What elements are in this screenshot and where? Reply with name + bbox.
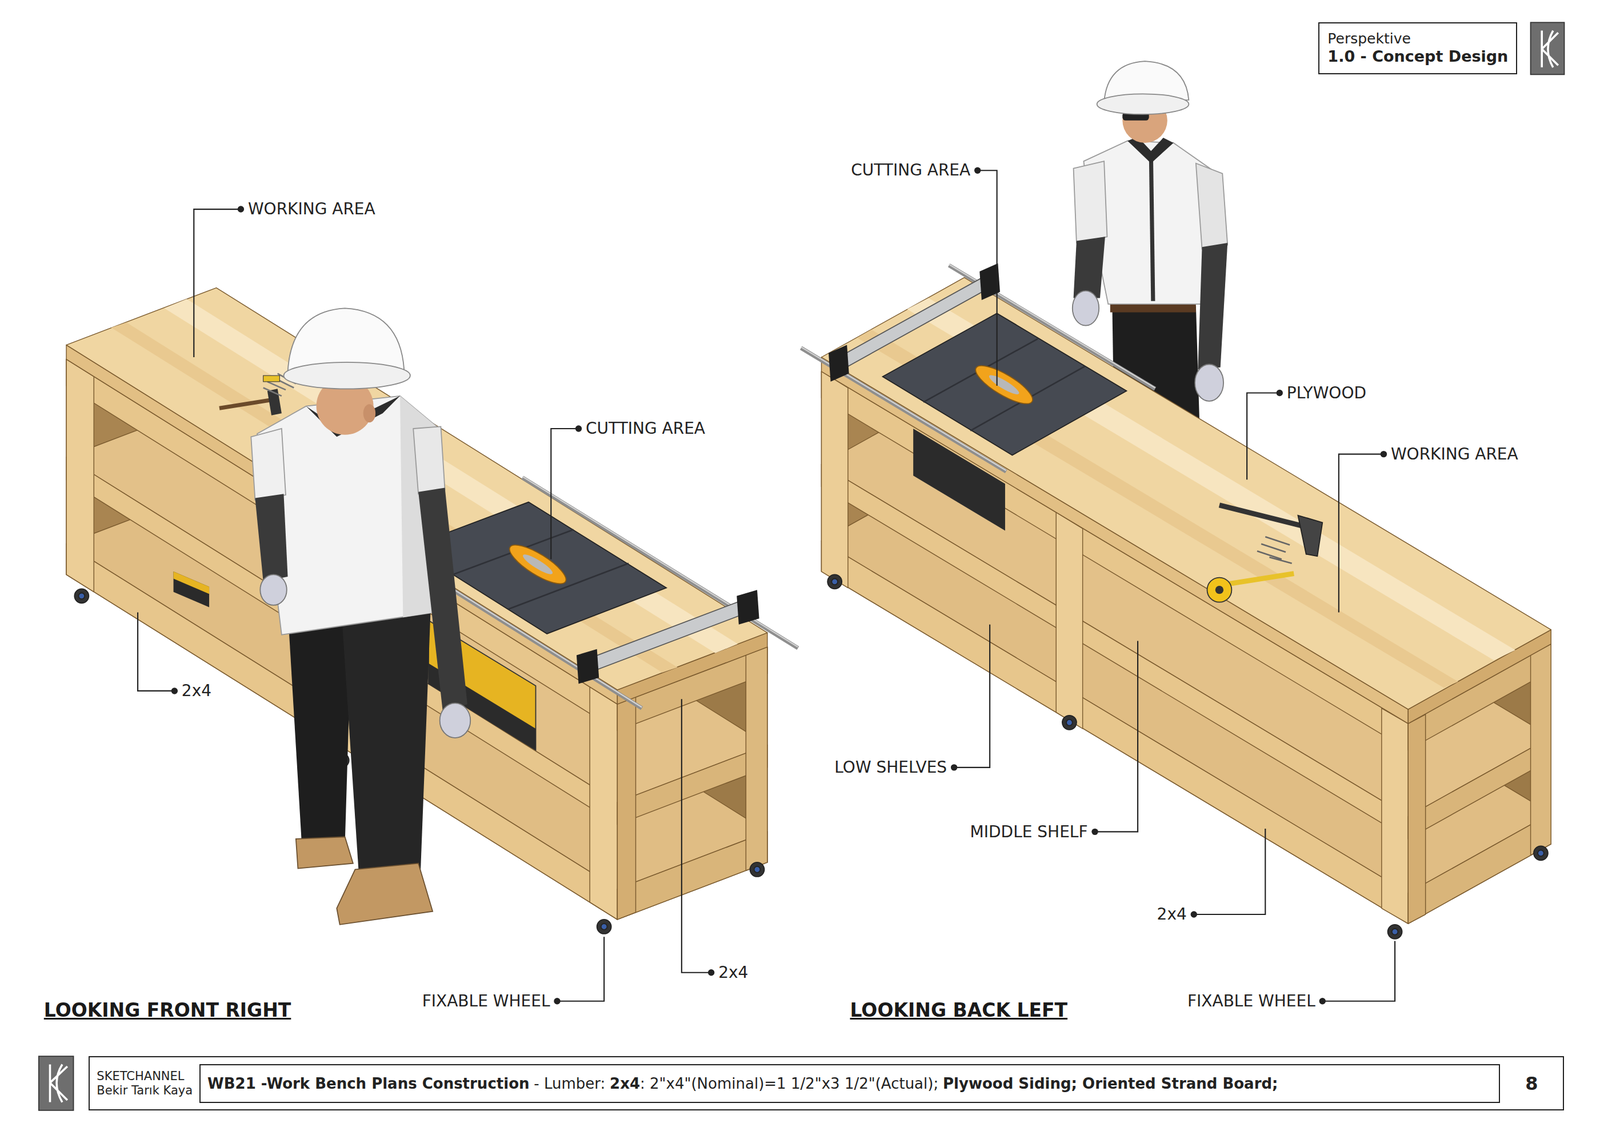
author-cell: SKETCHANNELBekir Tarık Kaya	[89, 1069, 200, 1097]
leader-dots	[171, 167, 1388, 1005]
view-type: Perspektive	[1327, 30, 1508, 48]
callout-label: 2x4	[718, 962, 748, 983]
wheels-right	[827, 574, 1548, 939]
callout-label: FIXABLE WHEEL	[422, 991, 551, 1011]
wheels-left	[74, 588, 764, 934]
callout-label: WORKING AREA	[1390, 444, 1519, 464]
callout-label: 2x4	[1157, 904, 1187, 924]
tools-left	[173, 373, 296, 608]
workbench-left	[66, 288, 768, 920]
callout-label: LOW SHELVES	[834, 757, 947, 778]
lumber-dimensions: : 2"x4"(Nominal)=1 1/2"x3 1/2"(Actual);	[640, 1074, 939, 1092]
title-block: 8SKETCHANNELBekir Tarık KayaWB21 -Work B…	[88, 1056, 1564, 1111]
author-name: Bekir Tarık Kaya	[96, 1083, 193, 1098]
callout-label: 2x4	[181, 681, 212, 701]
plan-description-box: WB21 -Work Bench Plans Construction- Lum…	[199, 1064, 1500, 1103]
materials-note: Plywood Siding; Oriented Strand Board;	[942, 1074, 1279, 1092]
callout-label: PLYWOOD	[1286, 383, 1367, 403]
callout-label: MIDDLE SHELF	[970, 822, 1088, 842]
logo	[38, 22, 1565, 1111]
view-title: LOOKING FRONT RIGHT	[44, 998, 292, 1022]
callout-label: CUTTING AREA	[585, 418, 706, 439]
workbench-right	[821, 277, 1552, 924]
callout-label: CUTTING AREA	[850, 160, 971, 180]
page-number: 8	[1500, 1072, 1563, 1095]
leader-lines	[137, 170, 1395, 1002]
plan-title: WB21 -Work Bench Plans Construction	[207, 1074, 530, 1092]
channel-name: SKETCHANNEL	[96, 1069, 193, 1083]
tools-right	[1207, 505, 1323, 603]
callout-label: FIXABLE WHEEL	[1187, 991, 1316, 1011]
table-saw-right	[801, 263, 1156, 531]
lumber-size: 2x4	[609, 1074, 640, 1092]
sheet-title: 1.0 - Concept Design	[1327, 47, 1508, 66]
callout-label: WORKING AREA	[248, 199, 376, 219]
worker-left	[250, 308, 471, 925]
lumber-note: - Lumber:	[533, 1074, 606, 1092]
view-title: LOOKING BACK LEFT	[850, 998, 1068, 1022]
sheet-title-box: Perspektive1.0 - Concept Design	[1318, 22, 1518, 74]
